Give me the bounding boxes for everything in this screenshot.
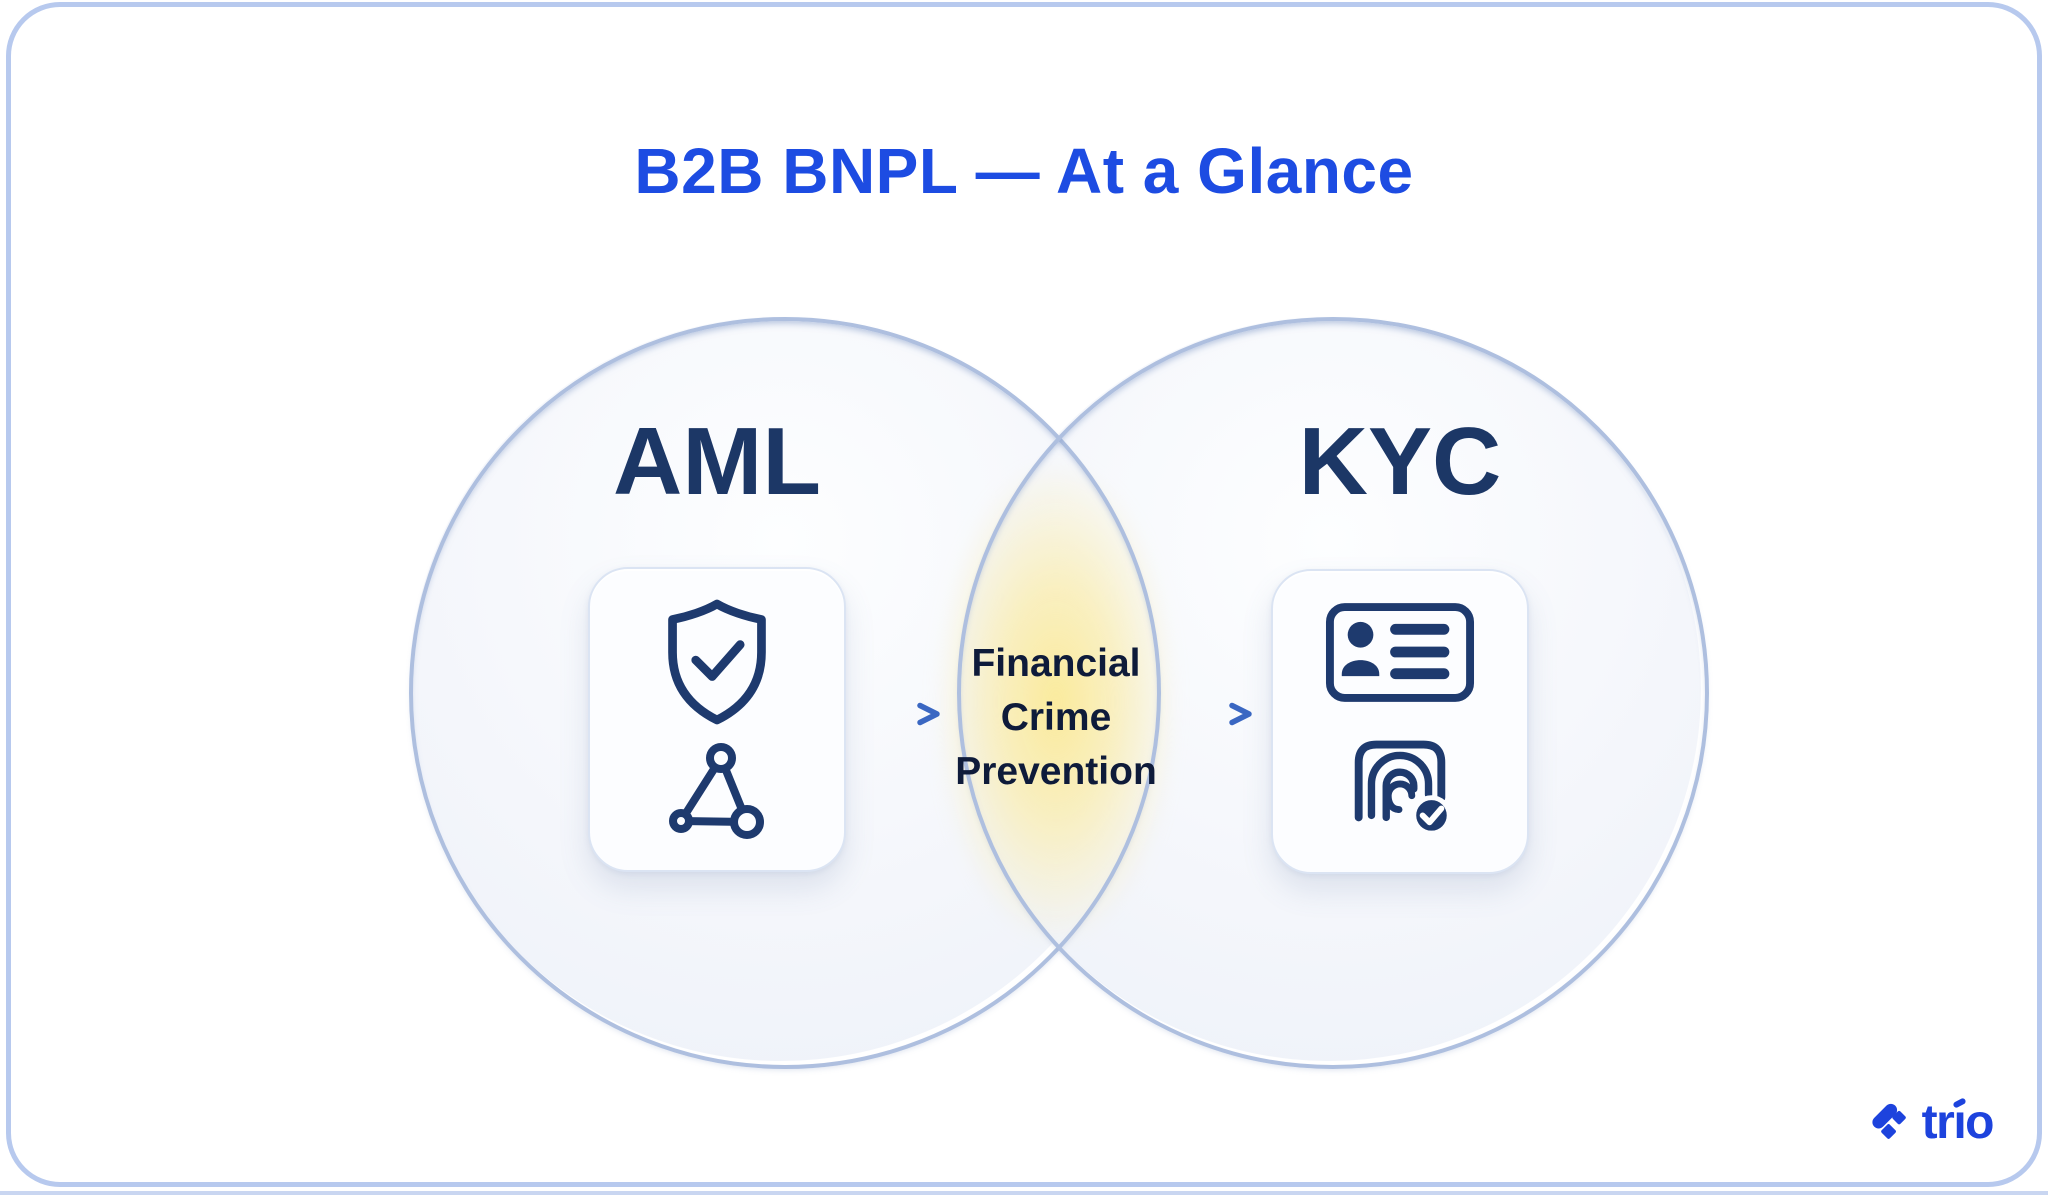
network-nodes-icon bbox=[665, 741, 769, 841]
page-bottom-edge bbox=[0, 1191, 2048, 1195]
aml-label: AML bbox=[613, 408, 821, 515]
page-title: B2B BNPL — At a Glance bbox=[634, 135, 1414, 207]
fingerprint-check-icon bbox=[1339, 719, 1461, 841]
shield-check-icon bbox=[659, 598, 775, 726]
brand-wordmark-prefix: tr bbox=[1921, 1095, 1955, 1149]
kyc-label: KYC bbox=[1298, 408, 1502, 515]
trio-logo-icon bbox=[1867, 1097, 1913, 1148]
overlap-label: Financial Crime Prevention bbox=[955, 642, 1157, 793]
brand-wordmark-suffix: o bbox=[1965, 1095, 1994, 1149]
aml-icon-card bbox=[588, 567, 846, 872]
kyc-icon-card bbox=[1271, 569, 1529, 874]
arrow-right-icon bbox=[857, 701, 949, 727]
kyc-circle-ring bbox=[957, 317, 1709, 1069]
arrow-right-icon bbox=[1169, 701, 1261, 727]
brand-wordmark-i: ı bbox=[1953, 1095, 1966, 1149]
id-card-icon bbox=[1325, 602, 1475, 703]
infographic-frame: B2B BNPL — At a Glance AML KYC bbox=[6, 2, 2042, 1187]
